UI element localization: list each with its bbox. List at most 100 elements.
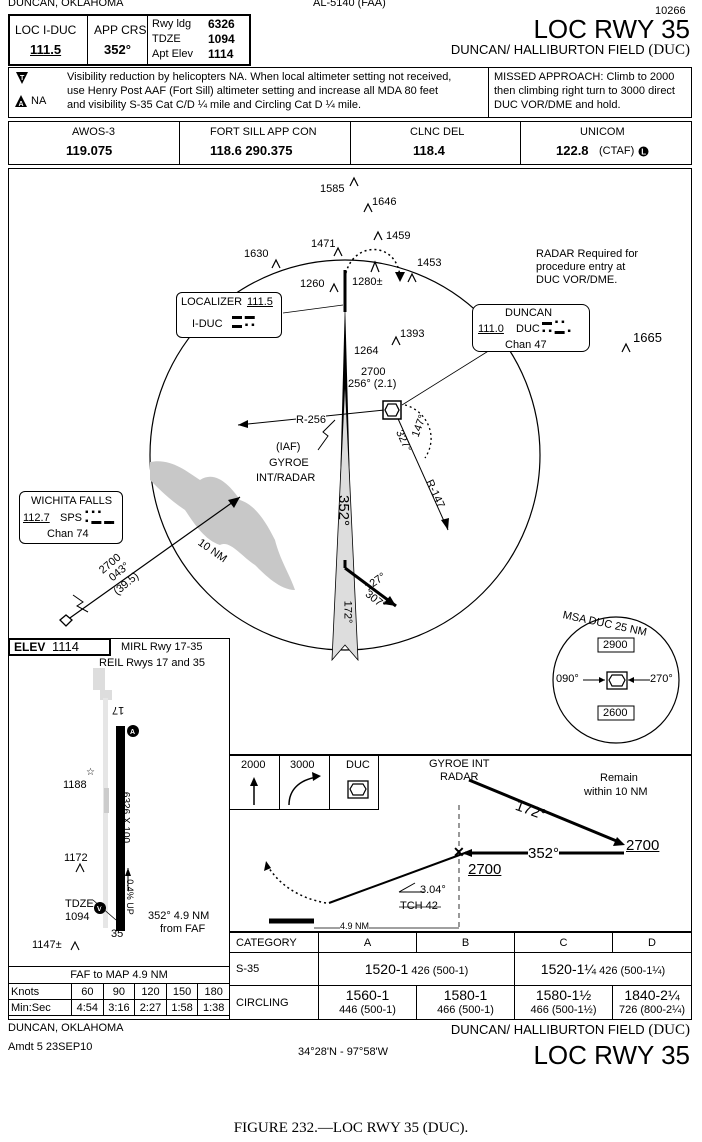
obstacle-1393: 1393 <box>400 328 425 340</box>
missed-approach-1: MISSED APPROACH: Climb to 2000 <box>494 71 675 83</box>
profile-gyroe: GYROE INT <box>429 758 490 770</box>
min-circling-b-main: 1580-1 <box>443 986 488 1003</box>
comm-unicom-freq: 122.8 <box>556 143 589 158</box>
min-category-label: CATEGORY <box>229 932 319 953</box>
duncan-morse: ▬ ▪ ▪▪ ▪ ▬ ▪ <box>542 317 571 337</box>
gyroe-sub-label: INT/RADAR <box>256 472 316 484</box>
pilot-controlled-lighting-icon: L <box>638 146 649 157</box>
notes-divider <box>488 67 489 118</box>
profile-remain-2: within 10 NM <box>584 786 648 798</box>
radar-note-3: DUC VOR/DME. <box>536 274 618 286</box>
knots-cell: 150 <box>165 983 199 1000</box>
svg-text:T: T <box>20 75 25 82</box>
footer-airport-id: (DUC) <box>648 1022 690 1038</box>
min-cat-c: C <box>514 932 613 953</box>
radar-note-2: procedure entry at <box>536 261 626 273</box>
header-divider <box>87 14 88 66</box>
min-circling-a-sub: 446 (500-1) <box>339 1003 396 1016</box>
runway-35-label: 35 <box>111 928 124 940</box>
comm-clnc-label: CLNC DEL <box>410 126 465 138</box>
time-cell: 1:38 <box>197 999 230 1016</box>
lake <box>150 461 295 590</box>
obstacle-1665: 1665 <box>633 330 662 345</box>
notes-line-1: Visibility reduction by helicopters NA. … <box>67 71 452 83</box>
header-title: LOC RWY 35 <box>533 14 690 44</box>
min-circling-c-main: 1580-1½ <box>535 986 592 1003</box>
reil-note: REIL Rwys 17 and 35 <box>99 657 205 669</box>
footer-title: LOC RWY 35 <box>533 1040 690 1070</box>
header-divider <box>147 14 148 66</box>
wichita-falls-box <box>19 491 123 544</box>
min-circling-label: CIRCLING <box>229 985 319 1020</box>
obstacle-1585: 1585 <box>320 183 345 195</box>
knots-cell: 90 <box>102 983 136 1000</box>
min-cat-b: B <box>416 932 515 953</box>
comm-app-con-freq: 118.6 290.375 <box>210 143 293 158</box>
comm-clnc-freq: 118.4 <box>413 143 445 158</box>
header-al-number: AL-5140 (FAA) <box>313 0 386 9</box>
knots-cell: 180 <box>197 983 230 1000</box>
loc-label: LOC I-DUC <box>15 23 77 37</box>
iaf-label: (IAF) <box>276 441 301 453</box>
tdze-label: TDZE <box>152 33 181 45</box>
min-s35-label: S-35 <box>229 952 319 986</box>
notes-na: NA <box>31 95 47 107</box>
profile-altitude-top: 2700 <box>626 837 660 854</box>
plan-view-box <box>8 168 692 755</box>
profile-radar: RADAR <box>440 771 479 783</box>
wichita-name: WICHITA FALLS <box>31 495 113 507</box>
obstacle-1471: 1471 <box>311 238 336 250</box>
obstacle-1264: 1264 <box>354 345 379 357</box>
comms-divider <box>520 121 521 165</box>
knots-label: Knots <box>7 983 73 1000</box>
elev-box <box>8 638 111 656</box>
profile-box <box>229 755 692 932</box>
wichita-freq: 112.7 <box>23 512 50 524</box>
localizer-name: LOCALIZER <box>181 296 243 308</box>
app-crs-value: 352° <box>104 42 131 57</box>
missed-icons-box <box>229 755 379 810</box>
header-location: DUNCAN, OKLAHOMA <box>8 0 124 9</box>
header-chart-id: 10266 <box>655 5 686 17</box>
svg-text:A: A <box>130 729 135 736</box>
comm-app-con-label: FORT SILL APP CON <box>210 126 317 138</box>
knots-cell: 60 <box>71 983 104 1000</box>
plan-view-graphics <box>59 176 680 744</box>
duncan-vor-box <box>472 304 590 352</box>
time-cell: 3:16 <box>102 999 136 1016</box>
apt-elev-value: 1114 <box>208 47 234 61</box>
min-circling-c-sub: 466 (500-1½) <box>530 1003 597 1016</box>
svg-text:✕: ✕ <box>453 844 465 860</box>
alternate-minimums-icon: A <box>15 95 27 108</box>
min-s35-cd-sub: 426 (500-1¼) <box>599 965 666 977</box>
airport-obstacle-1172: 1172 <box>64 852 88 864</box>
app-crs-label: APP CRS <box>94 23 147 37</box>
obstacle-1646: 1646 <box>372 196 397 208</box>
apt-elev-label: Apt Elev <box>152 48 193 60</box>
duncan-chan: Chan 47 <box>505 339 547 351</box>
obstacle-1459: 1459 <box>386 230 411 242</box>
duncan-name: DUNCAN <box>505 307 553 319</box>
min-circling-b-sub: 466 (500-1) <box>437 1003 494 1016</box>
faf-note-1: 352° 4.9 NM <box>148 910 210 922</box>
notes-line-3: and visibility S-35 Cat C/D ¼ mile and C… <box>67 99 362 111</box>
localizer-freq: 111.5 <box>247 296 273 308</box>
svg-text:☆: ☆ <box>86 767 95 778</box>
profile-course-352: 352° <box>528 845 560 862</box>
svg-text:V: V <box>97 906 102 913</box>
wichita-chan: Chan 74 <box>47 528 89 540</box>
duncan-freq: 111.0 <box>478 323 504 335</box>
airport-elev: 1114 <box>52 639 79 654</box>
min-s35-ab-sub: 426 (500-1) <box>411 965 469 977</box>
take-off-minimums-icon: T <box>16 72 28 84</box>
obstacle-symbols <box>271 176 631 353</box>
timing-title: FAF to MAP 4.9 NM <box>8 966 230 984</box>
header-airport-name: DUNCAN/ HALLIBURTON FIELD <box>450 42 645 57</box>
comm-unicom-label: UNICOM <box>580 126 625 138</box>
icon-climb-2000: 2000 <box>241 759 266 771</box>
notes-line-2: use Henry Post AAF (Fort Sill) altimeter… <box>67 85 439 97</box>
min-s35-ab: 1520-1 426 (500-1) <box>318 952 515 986</box>
